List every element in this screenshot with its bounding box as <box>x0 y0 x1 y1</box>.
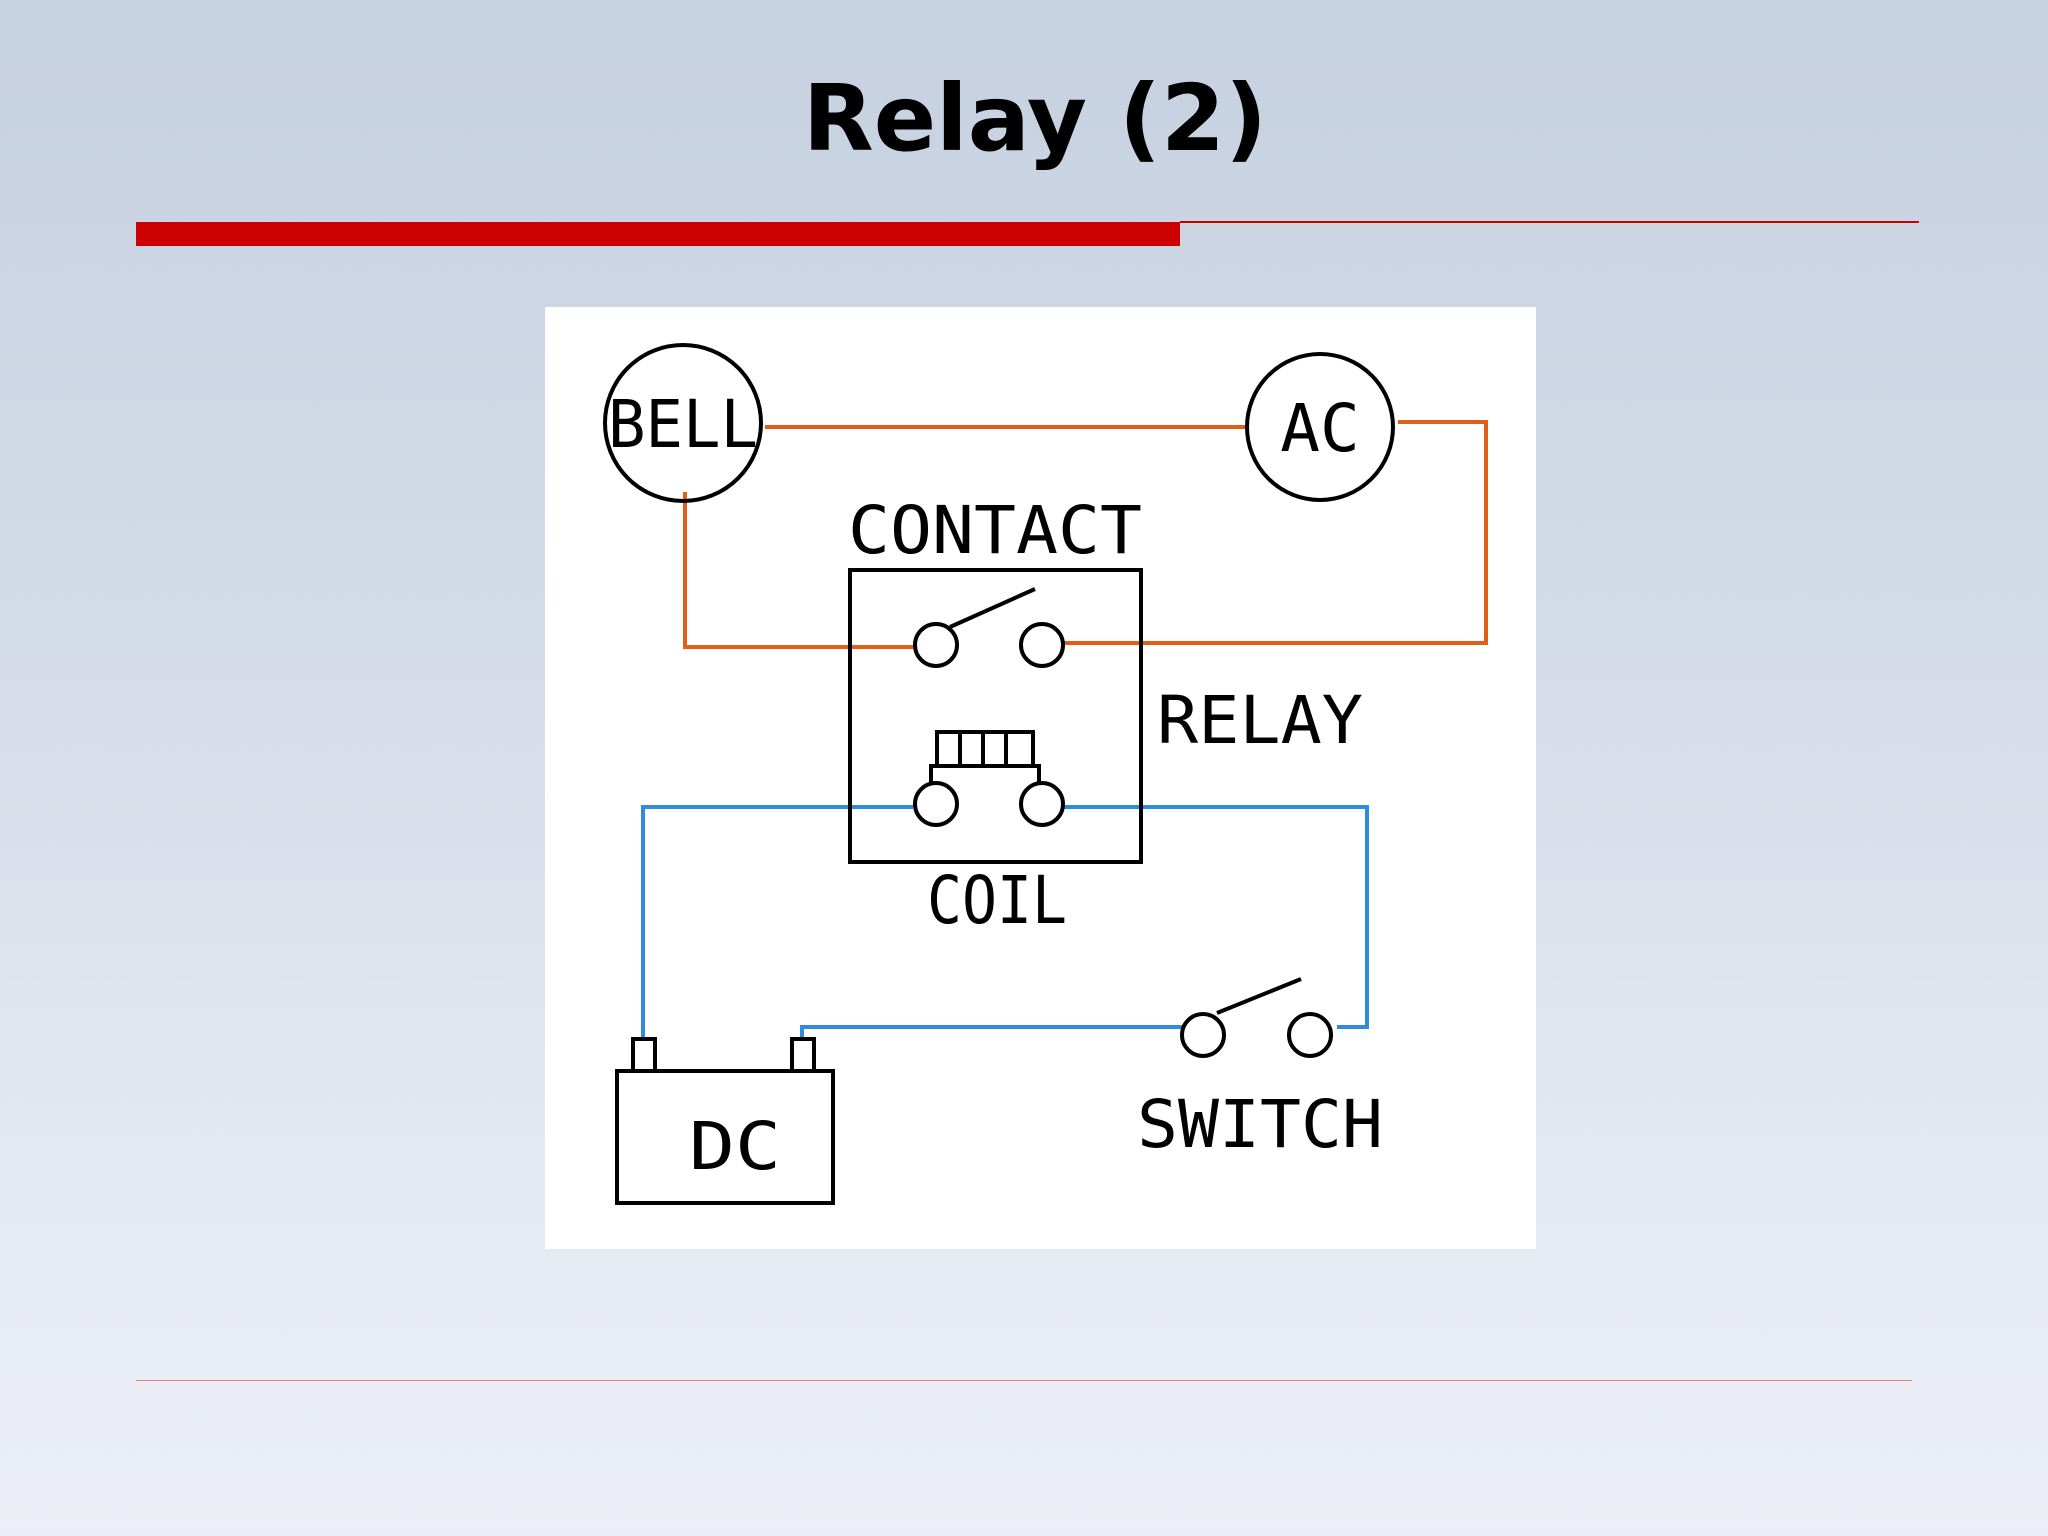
relay-contact-symbol <box>913 587 1065 668</box>
coil-terminal-right <box>1019 781 1065 827</box>
title-underline-thin <box>1180 221 1919 223</box>
ac-label: AC <box>1280 390 1359 467</box>
switch-terminal-left <box>1180 1012 1226 1058</box>
ac-circuit-wires <box>683 420 1488 649</box>
dc-circuit-wires <box>641 805 1369 1037</box>
switch-symbol <box>1180 977 1333 1058</box>
wire-switch-to-dc <box>800 1025 1185 1037</box>
battery-terminal-right <box>790 1037 816 1073</box>
wire-dc-to-coil <box>641 805 913 1037</box>
switch-label: SWITCH <box>1137 1086 1383 1163</box>
relay-coil-symbol <box>913 730 1065 827</box>
battery-body <box>615 1069 835 1205</box>
contact-terminal-right <box>1019 622 1065 668</box>
bell-label: BELL <box>608 386 758 463</box>
switch-terminal-right <box>1287 1012 1333 1058</box>
coil-label: COIL <box>927 862 1067 939</box>
contact-label: CONTACT <box>848 492 1142 569</box>
relay-box <box>848 568 1143 864</box>
bell-symbol <box>603 343 763 503</box>
contact-terminal-left <box>913 622 959 668</box>
ac-source-symbol <box>1245 352 1395 502</box>
title-underline-thick <box>136 222 1180 246</box>
relay-circuit-diagram: BELL AC CONTACT RELAY COIL <box>545 307 1536 1249</box>
relay-label: RELAY <box>1157 682 1363 759</box>
coil-terminal-left <box>913 781 959 827</box>
battery-terminal-left <box>631 1037 657 1073</box>
switch-lever <box>1216 977 1302 1015</box>
dc-battery-symbol <box>615 1037 835 1205</box>
slide-title: Relay (2) <box>802 65 1268 172</box>
wire-contact-to-ac <box>1022 420 1488 645</box>
contact-lever <box>949 587 1036 629</box>
dc-label: DC <box>689 1108 781 1185</box>
wire-bell-to-contact <box>683 492 913 649</box>
footer-divider <box>136 1380 1912 1381</box>
wire-coil-to-switch <box>1022 805 1369 1029</box>
